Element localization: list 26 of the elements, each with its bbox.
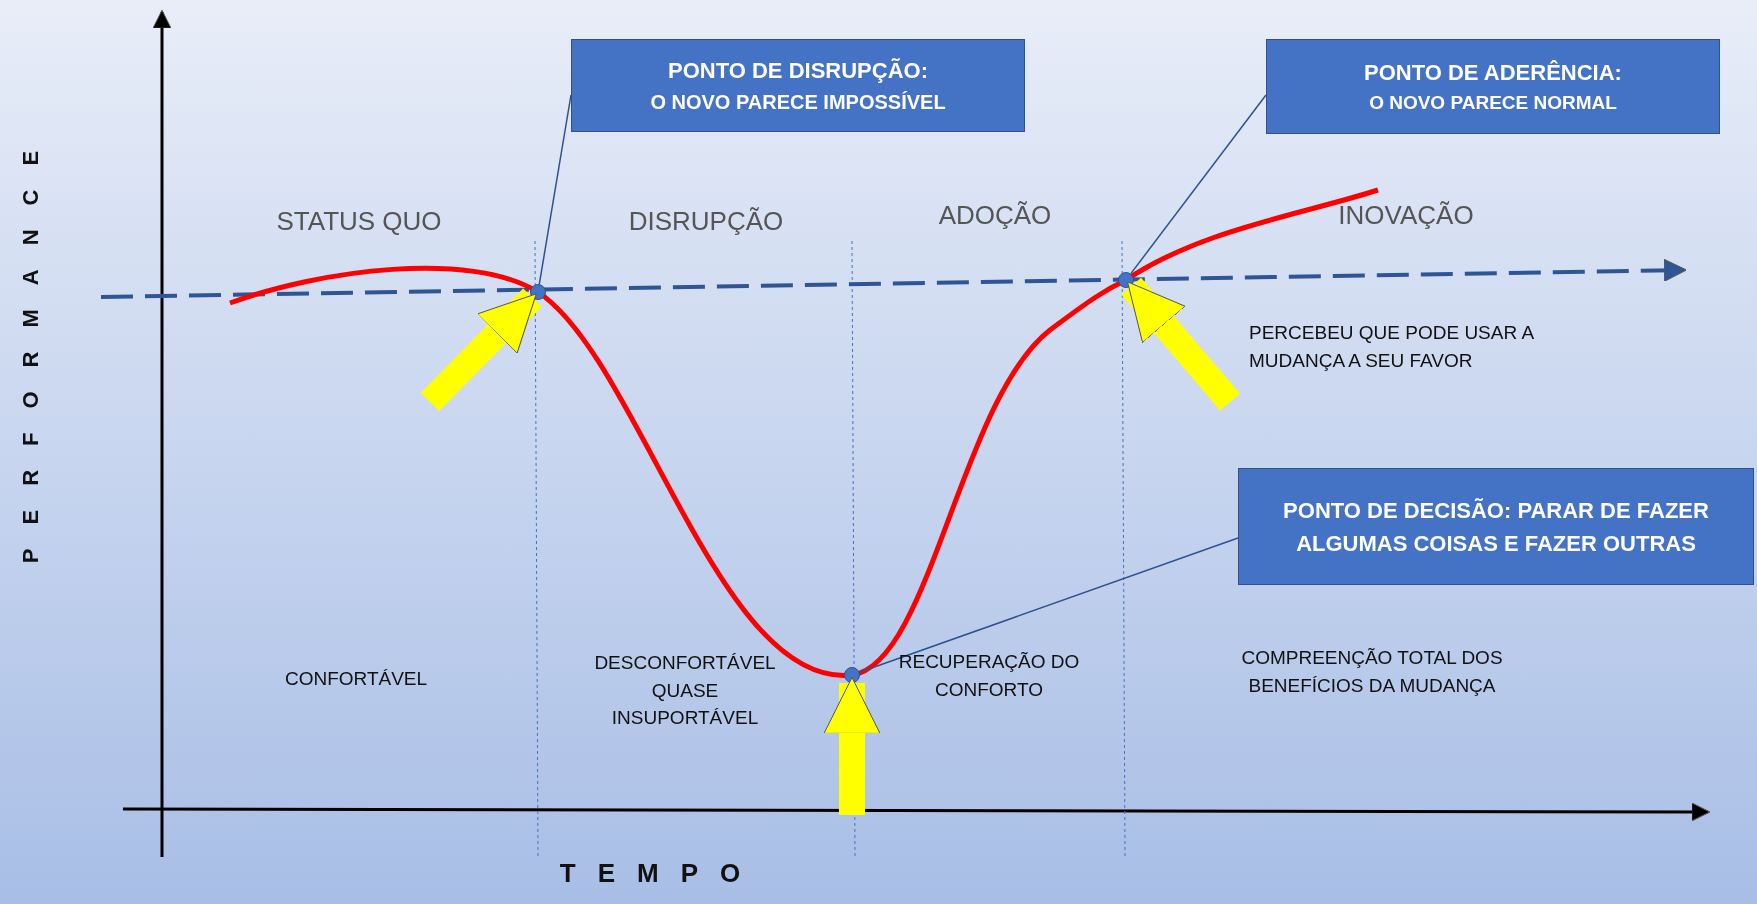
callout-text: O NOVO PARECE NORMAL <box>1368 90 1618 115</box>
block-arrow <box>823 676 881 815</box>
leader-line <box>538 94 572 285</box>
point-marker <box>844 667 860 683</box>
phase-label: STATUS QUO <box>276 205 442 239</box>
annotation-text: DESCONFORTÁVEL QUASE INSUPORTÁVEL <box>593 650 777 730</box>
leader-line <box>858 537 1239 674</box>
callout-box <box>1238 468 1754 585</box>
callout-text: PONTO DE ADERÊNCIA: <box>1363 58 1623 87</box>
annotation-text: CONFORTÁVEL <box>283 667 429 692</box>
block-arrow <box>1121 277 1240 411</box>
leader-line <box>1130 94 1267 275</box>
axis-title: TEMPO <box>559 857 763 891</box>
annotation-text: RECUPERAÇÃO DO CONFORTO <box>897 650 1081 702</box>
axis-title: PERFORMANCE <box>17 126 45 564</box>
annotation-text: COMPREENÇÃO TOTAL DOS BENEFÍCIOS DA MUDANÇA <box>1240 646 1504 698</box>
callout-box <box>571 39 1025 132</box>
phase-label: ADOÇÃO <box>938 199 1052 233</box>
annotation-text: PERCEBEU QUE PODE USAR A MUDANÇA A SEU FAVOR <box>1249 321 1535 373</box>
phase-label: DISRUPÇÃO <box>628 205 784 239</box>
block-arrow <box>420 288 542 412</box>
callout-box <box>1266 39 1720 134</box>
callout-text: PONTO DE DECISÃO: PARAR DE FAZER ALGUMAS COISAS E FAZER OUTRAS <box>1282 496 1710 558</box>
callout-text: O NOVO PARECE IMPOSSÍVEL <box>649 90 947 115</box>
callout-text: PONTO DE DISRUPÇÃO: <box>667 57 929 85</box>
phase-label: INOVAÇÃO <box>1338 199 1474 233</box>
